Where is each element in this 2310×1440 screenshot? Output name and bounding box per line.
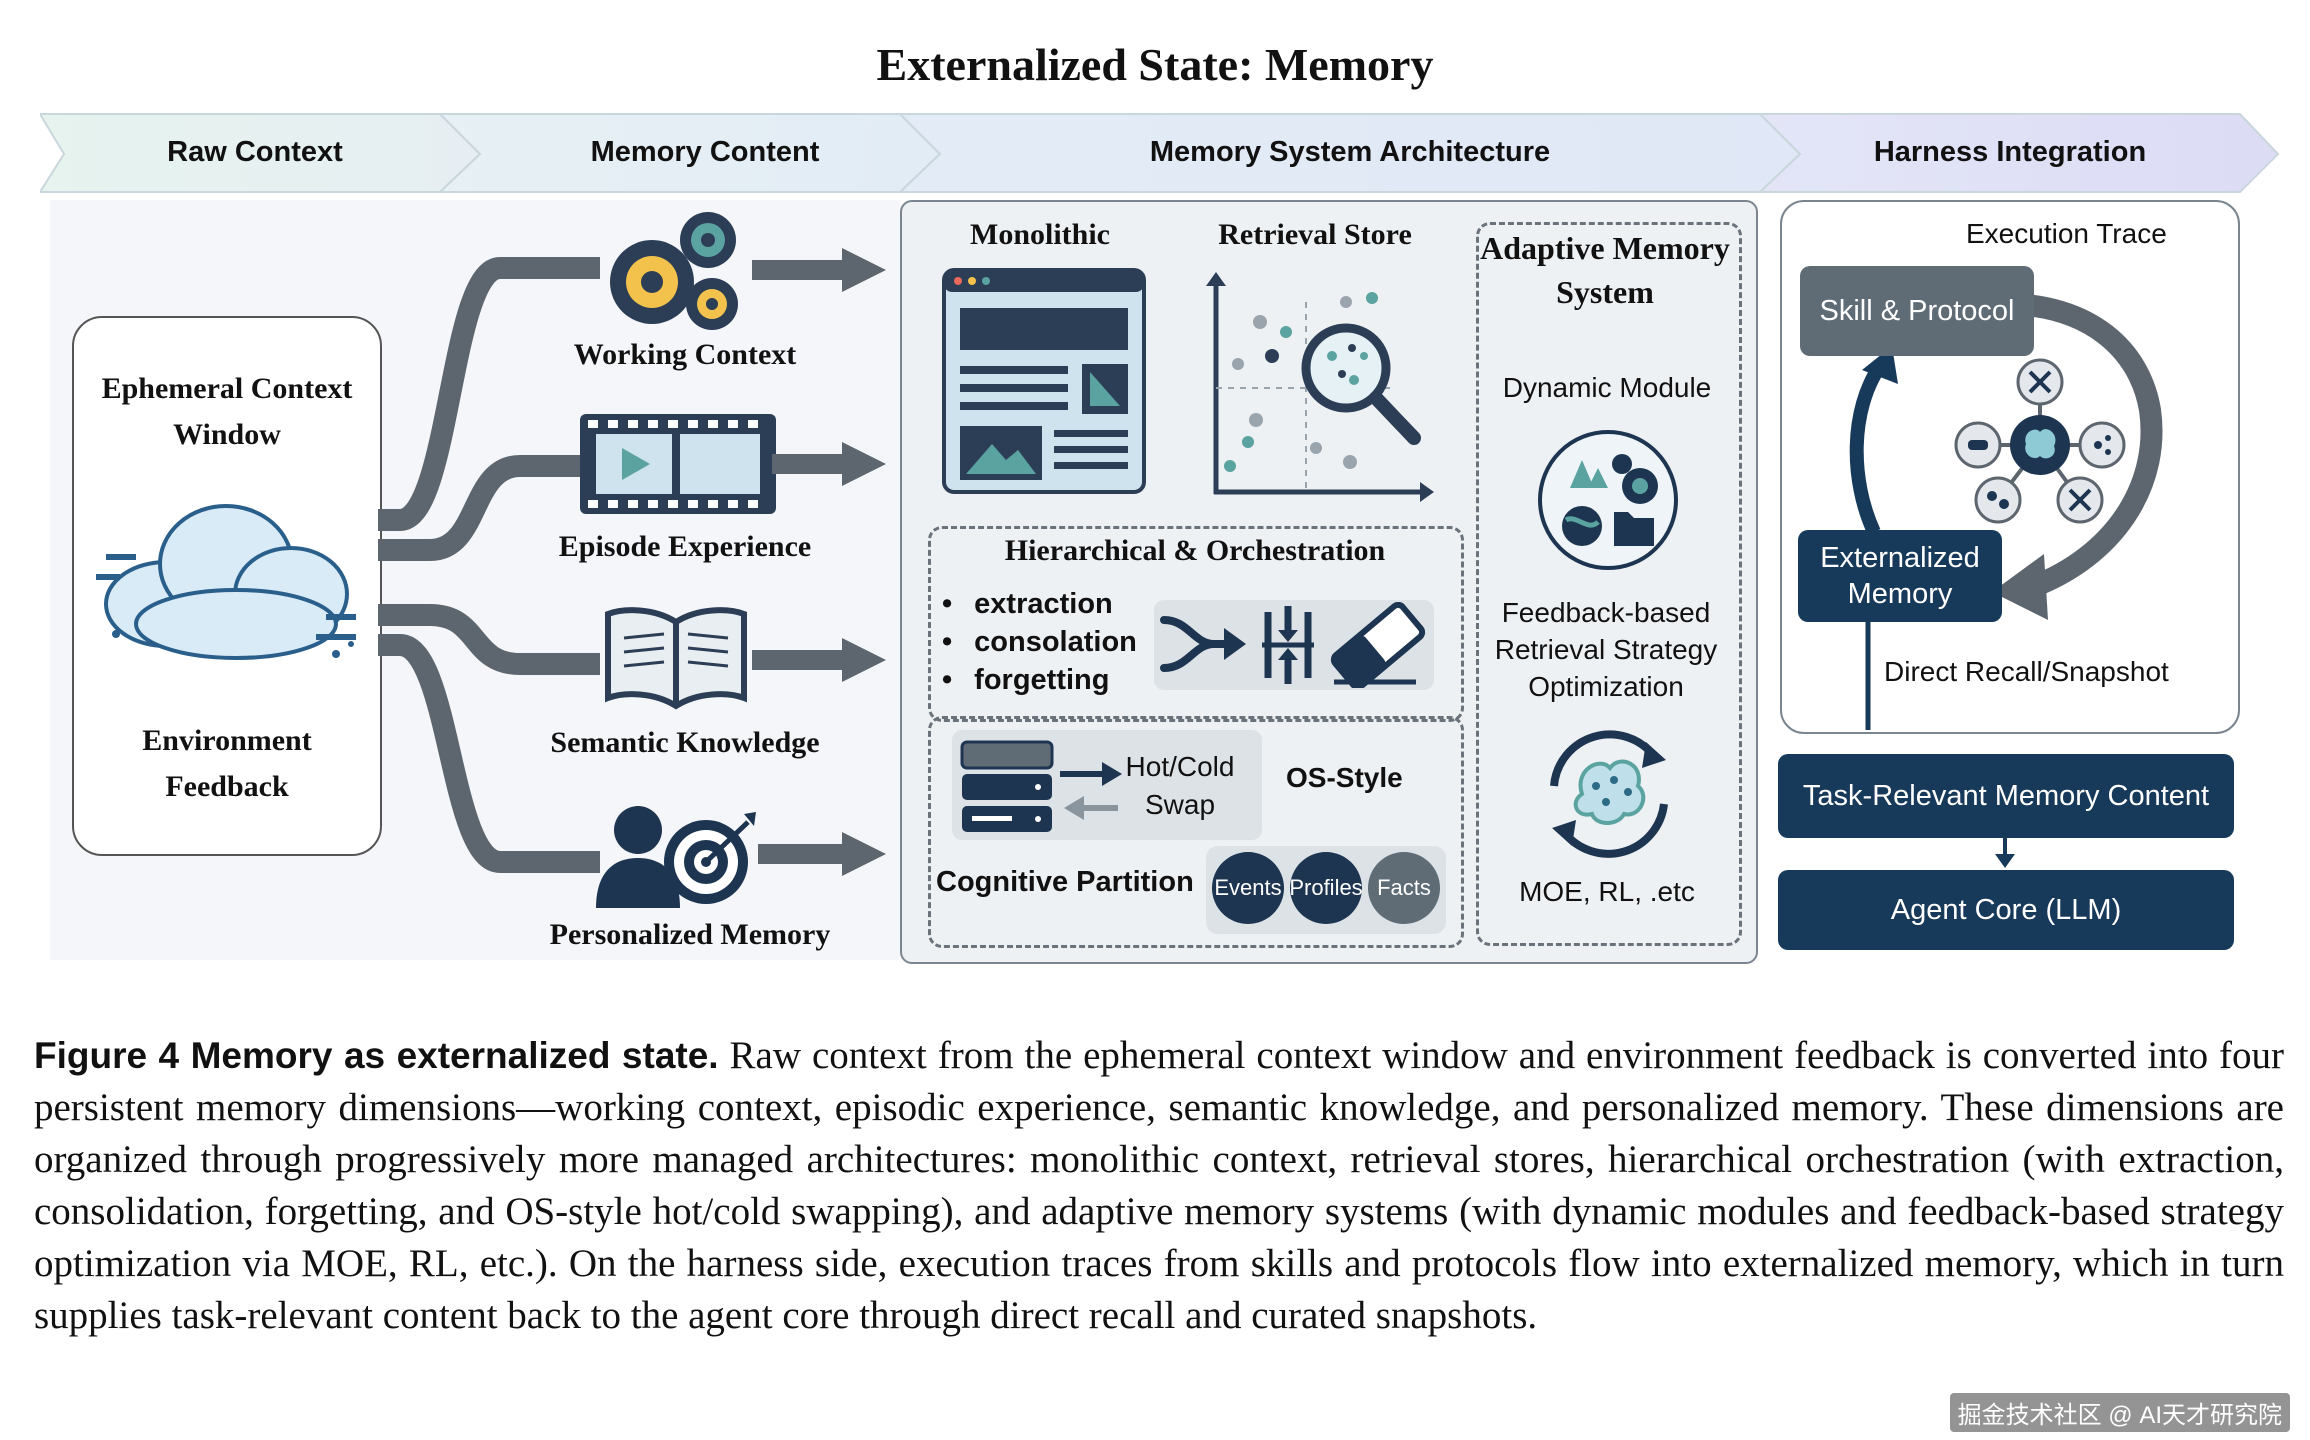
- merge-compress-erase-icons: [1160, 602, 1426, 688]
- hot-cold-swap-label: Hot/Cold Swap: [1125, 751, 1235, 820]
- stage-memory-architecture: Memory System Architecture: [1149, 136, 1551, 168]
- agent-core-box: Agent Core (LLM): [1778, 870, 2234, 950]
- feedback-strategy-label: Feedback-based Retrieval Strategy Optimi…: [1494, 597, 1718, 702]
- adaptive-memory-box: [1476, 222, 1742, 946]
- watermark: 掘金技术社区 @ AI天才研究院: [1949, 1393, 2290, 1432]
- stage-banner: [40, 113, 2280, 193]
- raw-to-content-connectors: [378, 257, 600, 873]
- direct-recall-label: Direct Recall/Snapshot: [1884, 656, 2169, 687]
- stage-chevron-4: [1757, 113, 2280, 193]
- moe-rl-label: MOE, RL, .etc: [1519, 876, 1695, 907]
- task-relevant-memory-box: Task-Relevant Memory Content: [1778, 754, 2234, 838]
- cloud-icon: [96, 504, 356, 660]
- episode-experience-label: Episode Experience: [558, 530, 812, 563]
- hierarchical-operations: extraction consolation forgetting: [942, 588, 1137, 702]
- working-context-label: Working Context: [573, 338, 797, 371]
- retrieval-scatter-search-icon: [1206, 272, 1434, 502]
- open-book-icon: [605, 607, 747, 710]
- figure-caption: Figure 4 Memory as externalized state. R…: [34, 1030, 2284, 1342]
- semantic-knowledge-label: Semantic Knowledge: [550, 726, 820, 759]
- dynamic-module-label: Dynamic Module: [1502, 372, 1712, 403]
- os-style-box: [928, 716, 1464, 948]
- film-strip-icon: [580, 414, 776, 514]
- stage-harness-integration: Harness Integration: [1873, 136, 2147, 168]
- task-to-agent-arrow: [1995, 838, 2015, 868]
- os-style-label: OS-Style: [1286, 762, 1403, 793]
- monolithic-document-icon: [942, 268, 1146, 494]
- caption-label: Figure 4 Memory as externalized state.: [34, 1035, 719, 1076]
- server-swap-icon: [960, 740, 1122, 832]
- stage-memory-content: Memory Content: [590, 136, 820, 168]
- content-to-architecture-arrows: [752, 248, 886, 876]
- forgetting-item: forgetting: [942, 664, 1137, 702]
- brain-cycle-icon: [1550, 730, 1668, 858]
- figure-title: Externalized State: Memory: [876, 39, 1434, 90]
- ephemeral-context-label: Ephemeral Context Window: [101, 372, 353, 451]
- profiles-pill: Profiles: [1289, 852, 1363, 924]
- hierarchical-box: [928, 526, 1464, 722]
- hierarchical-title: Hierarchical & Orchestration: [1004, 534, 1386, 567]
- person-target-icon: [596, 806, 756, 908]
- caption-text: Raw context from the ephemeral context w…: [34, 1034, 2285, 1337]
- gears-icon: [610, 212, 738, 330]
- stage-raw-context: Raw Context: [167, 136, 343, 168]
- execution-cycle-diagram: [1849, 293, 2163, 730]
- externalized-memory-box: Externalized Memory: [1798, 530, 2002, 622]
- dynamic-module-icon: [1538, 430, 1678, 570]
- cognitive-partition-label: Cognitive Partition: [936, 866, 1194, 898]
- adaptive-memory-title: Adaptive Memory System: [1480, 230, 1730, 310]
- monolithic-label: Monolithic: [970, 218, 1110, 251]
- execution-trace-label: Execution Trace: [1966, 218, 2167, 249]
- consolation-item: consolation: [942, 626, 1137, 664]
- retrieval-store-label: Retrieval Store: [1218, 218, 1412, 251]
- personalized-memory-label: Personalized Memory: [549, 918, 831, 951]
- facts-pill: Facts: [1368, 852, 1440, 924]
- extraction-item: extraction: [942, 588, 1137, 626]
- events-pill: Events: [1212, 852, 1284, 924]
- skill-protocol-box: Skill & Protocol: [1800, 266, 2034, 356]
- environment-feedback-label: Environment Feedback: [142, 724, 312, 803]
